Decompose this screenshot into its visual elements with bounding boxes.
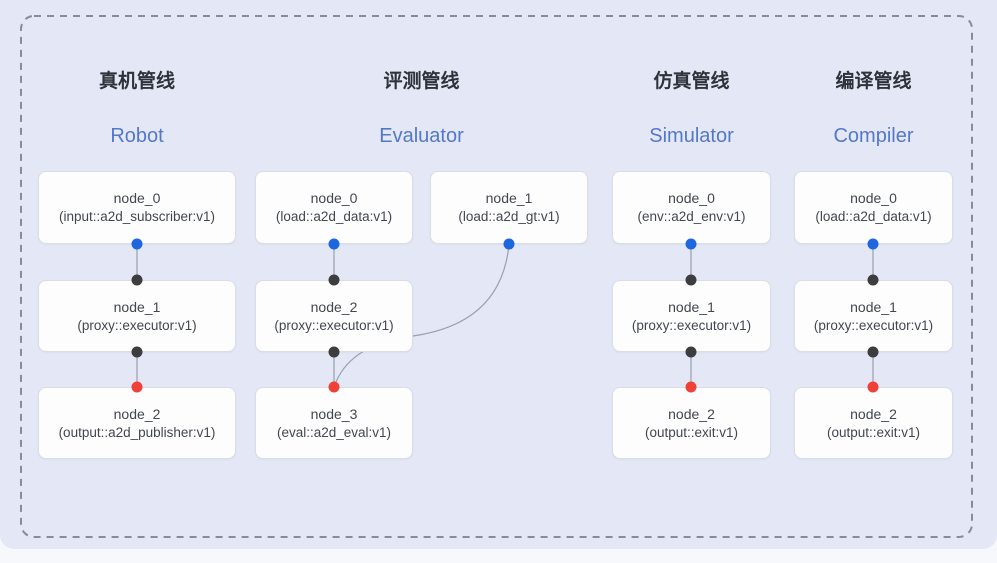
port-dot-blue xyxy=(503,238,515,250)
node-subtitle: (input::a2d_subscriber:v1) xyxy=(58,209,216,225)
node-box-compiler-node1: node_1 (proxy::executor:v1) xyxy=(794,280,953,352)
port-dot-dark xyxy=(867,274,879,286)
node-subtitle: (proxy::executor:v1) xyxy=(631,317,752,333)
pipeline-title-zh-simulator: 仿真管线 xyxy=(653,71,730,92)
node-box-robot-node0: node_0 (input::a2d_subscriber:v1) xyxy=(38,171,236,244)
pipeline-title-en-evaluator: Evaluator xyxy=(379,125,464,147)
port-dot-dark xyxy=(685,346,697,358)
pipeline-title-zh-robot: 真机管线 xyxy=(98,71,175,92)
node-subtitle: (load::a2d_data:v1) xyxy=(275,209,393,225)
node-box-simulator-node0: node_0 (env::a2d_env:v1) xyxy=(612,171,771,244)
node-title: node_2 xyxy=(113,405,161,422)
port-dot-red xyxy=(685,381,697,393)
pipeline-title-zh-evaluator: 评测管线 xyxy=(383,71,460,92)
node-subtitle: (proxy::executor:v1) xyxy=(813,317,934,333)
node-title: node_3 xyxy=(310,405,358,422)
port-dot-blue xyxy=(685,238,697,250)
port-dot-red xyxy=(867,381,879,393)
port-dot-red xyxy=(328,381,340,393)
edge-eval1-eval3 xyxy=(333,243,510,388)
node-box-evaluator-node2: node_2 (proxy::executor:v1) xyxy=(255,280,413,352)
port-dot-dark xyxy=(328,346,340,358)
node-title: node_2 xyxy=(310,298,358,315)
node-subtitle: (proxy::executor:v1) xyxy=(77,317,197,333)
port-dot-blue xyxy=(867,238,879,250)
node-title: node_2 xyxy=(850,405,897,422)
port-dot-dark xyxy=(131,274,143,286)
port-dot-dark xyxy=(685,274,697,286)
pipeline-title-en-simulator: Simulator xyxy=(649,125,734,147)
node-subtitle: (proxy::executor:v1) xyxy=(274,317,394,333)
node-box-evaluator-node1: node_1 (load::a2d_gt:v1) xyxy=(430,171,588,244)
node-title: node_1 xyxy=(113,298,161,315)
node-subtitle: (output::a2d_publisher:v1) xyxy=(58,424,216,440)
node-box-compiler-node0: node_0 (load::a2d_data:v1) xyxy=(794,171,953,244)
node-box-robot-node2: node_2 (output::a2d_publisher:v1) xyxy=(38,387,236,459)
node-box-simulator-node1: node_1 (proxy::executor:v1) xyxy=(612,280,771,352)
node-title: node_2 xyxy=(668,405,715,422)
node-subtitle: (output::exit:v1) xyxy=(644,424,739,440)
port-dot-dark xyxy=(867,346,879,358)
pipeline-title-en-compiler: Compiler xyxy=(833,125,914,147)
node-box-robot-node1: node_1 (proxy::executor:v1) xyxy=(38,280,236,352)
node-title: node_0 xyxy=(850,190,897,207)
node-box-evaluator-node3: node_3 (eval::a2d_eval:v1) xyxy=(255,387,413,459)
node-box-evaluator-node0: node_0 (load::a2d_data:v1) xyxy=(255,171,413,244)
node-title: node_1 xyxy=(850,298,897,315)
node-box-simulator-node2: node_2 (output::exit:v1) xyxy=(612,387,771,459)
node-title: node_1 xyxy=(668,298,715,315)
pipeline-title-zh-compiler: 编译管线 xyxy=(835,71,912,92)
node-subtitle: (eval::a2d_eval:v1) xyxy=(276,424,392,440)
node-subtitle: (output::exit:v1) xyxy=(826,424,921,440)
node-title: node_0 xyxy=(668,190,715,207)
port-dot-blue xyxy=(131,238,143,250)
node-subtitle: (load::a2d_gt:v1) xyxy=(458,209,560,225)
node-title: node_1 xyxy=(485,190,533,207)
node-box-compiler-node2: node_2 (output::exit:v1) xyxy=(794,387,953,459)
node-subtitle: (load::a2d_data:v1) xyxy=(815,209,932,225)
port-dot-red xyxy=(131,381,143,393)
node-title: node_0 xyxy=(113,190,161,207)
port-dot-blue xyxy=(328,238,340,250)
node-title: node_0 xyxy=(310,190,358,207)
port-dot-dark xyxy=(131,346,143,358)
pipeline-title-en-robot: Robot xyxy=(110,125,164,147)
node-subtitle: (env::a2d_env:v1) xyxy=(637,209,746,225)
dashed-panel-border xyxy=(20,15,973,538)
port-dot-dark xyxy=(328,274,340,286)
